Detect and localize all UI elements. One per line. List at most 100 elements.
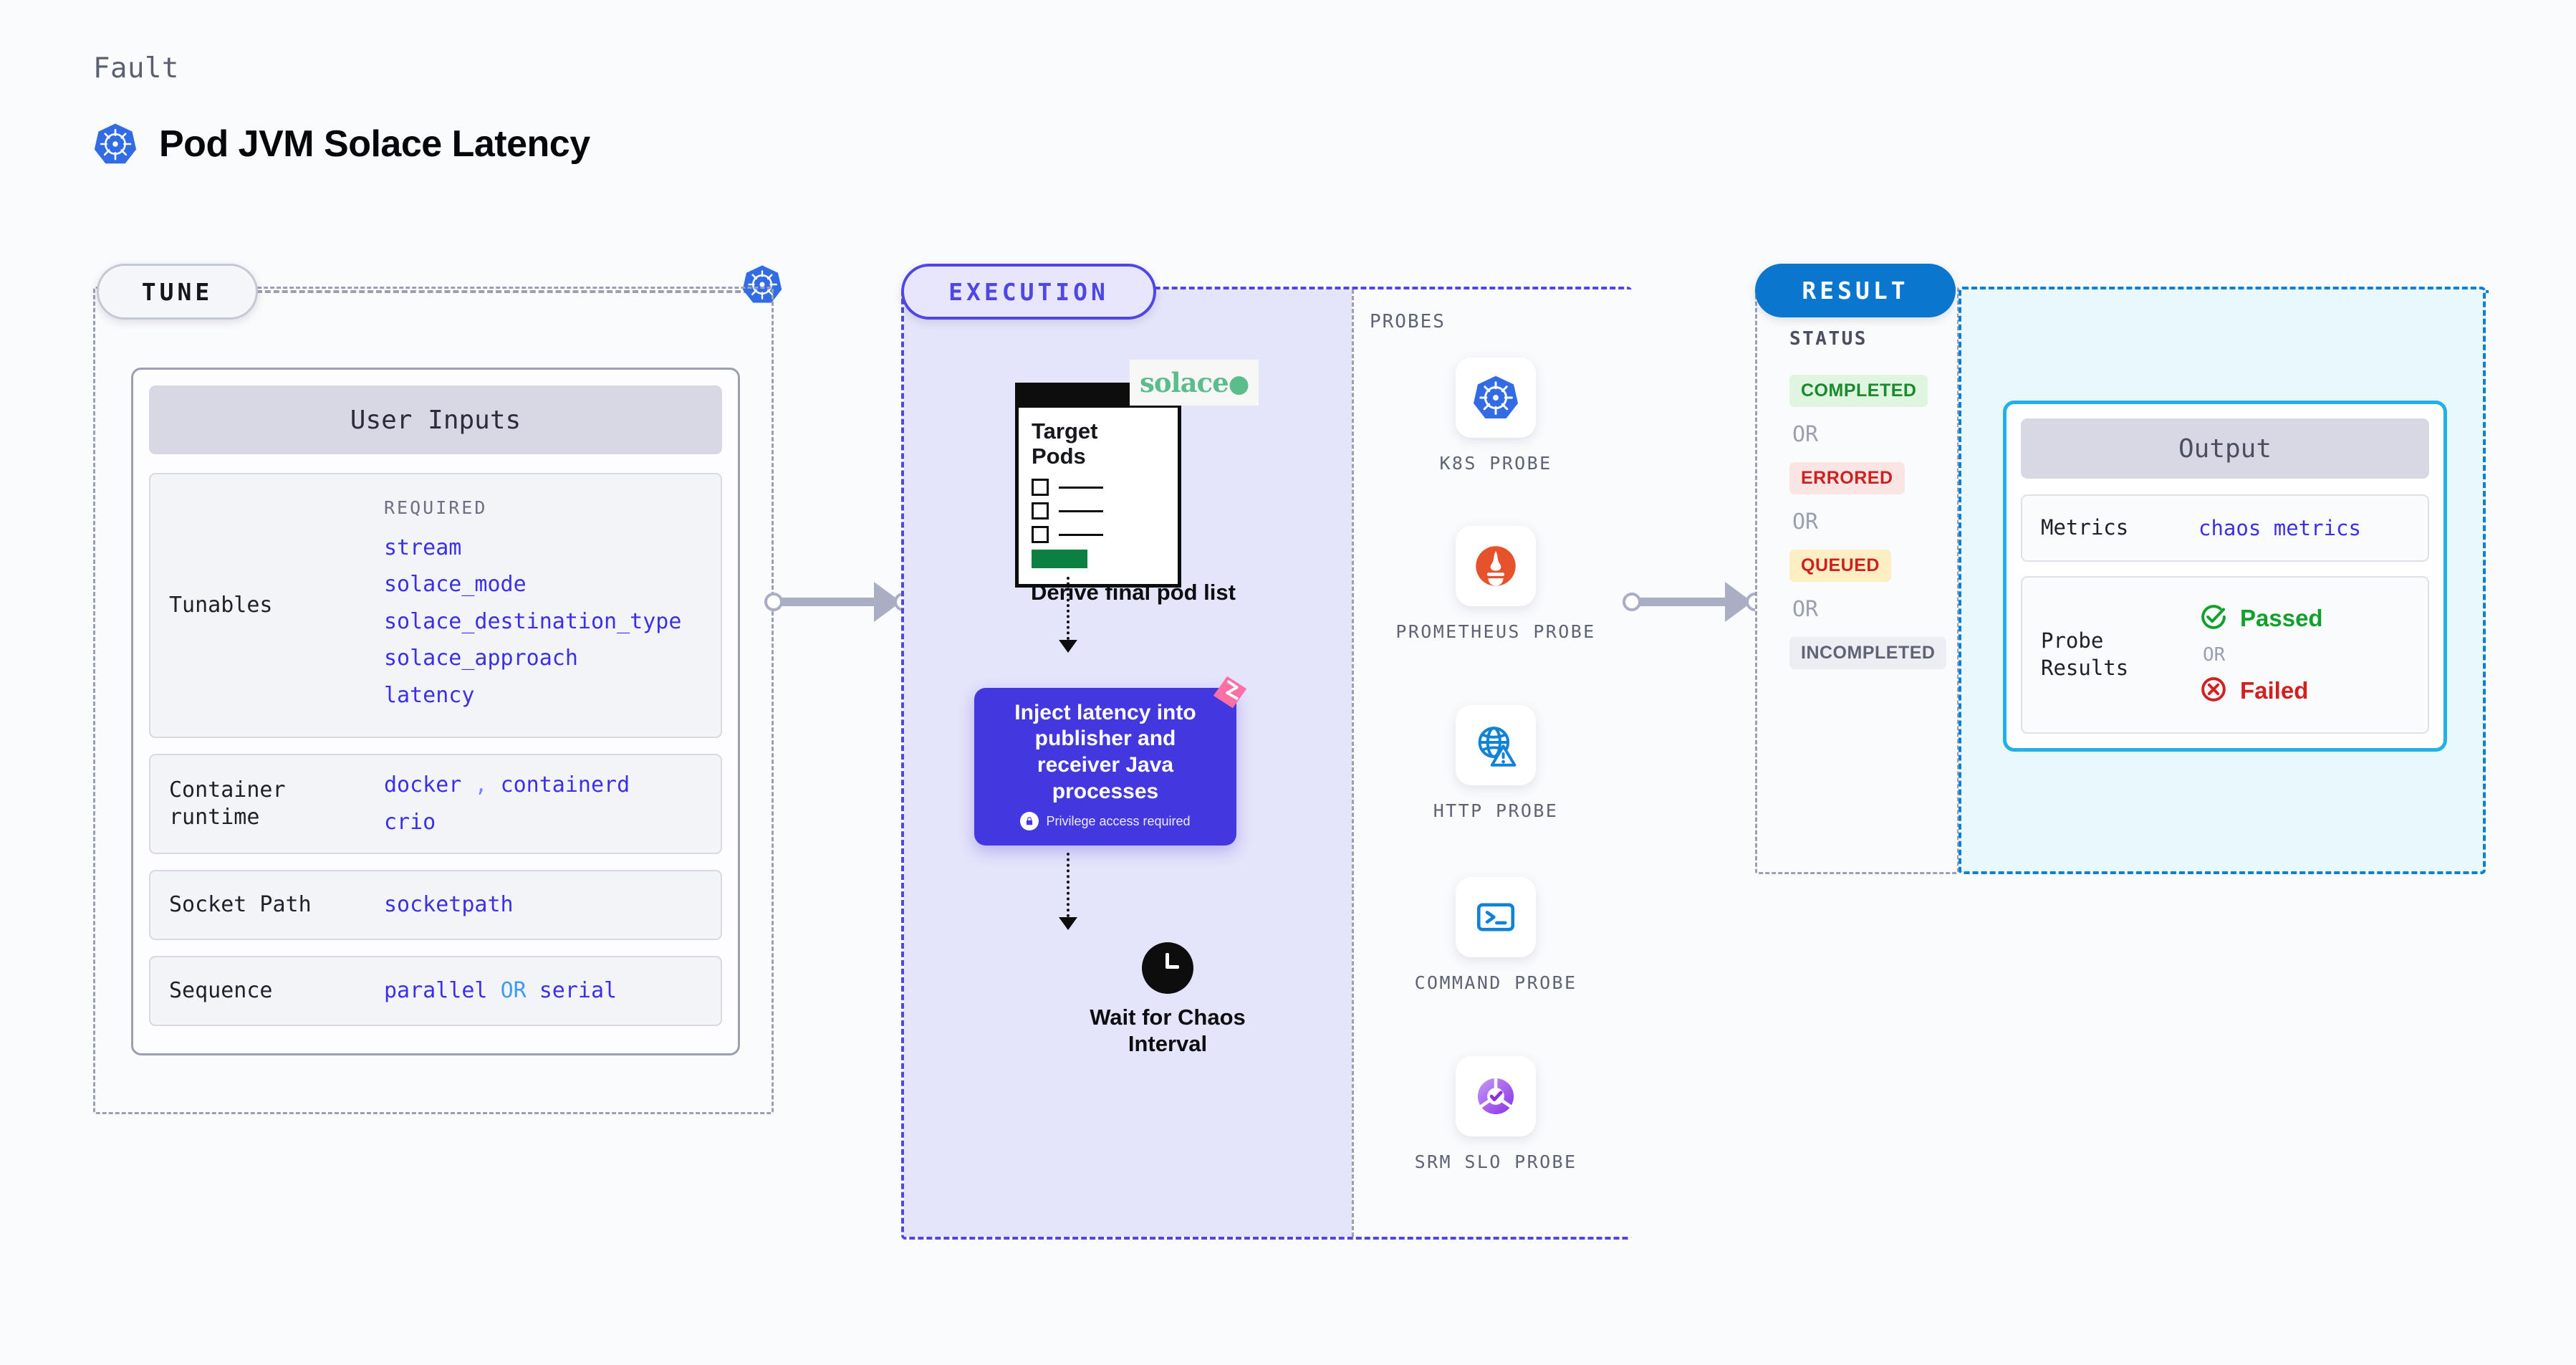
checkbox-icon[interactable] (1032, 502, 1049, 520)
probe-results-label: Probe Results (2041, 628, 2129, 680)
terminal-icon (1456, 877, 1536, 957)
tune-header-dash (256, 290, 758, 293)
tunable-item[interactable]: solace_destination_type (384, 608, 682, 634)
target-pods-group: Target Pods solace● Derive final pod lis… (1015, 360, 1259, 605)
socket-path-row: Socket Path socketpath (149, 870, 722, 940)
socket-path-label: Socket Path (169, 891, 312, 917)
probe-k8s[interactable]: K8S PROBE (1388, 358, 1603, 476)
privilege-note: Privilege access required (1020, 812, 1191, 831)
or-label: OR (2203, 643, 2226, 666)
tunables-label: Tunables (169, 592, 273, 618)
status-badge-queued: QUEUED (1789, 550, 1891, 582)
probe-command[interactable]: COMMAND PROBE (1388, 877, 1603, 996)
or-label: OR (1792, 422, 1819, 447)
sequence-value[interactable]: parallel (384, 978, 488, 1004)
probe-label: HTTP PROBE (1433, 800, 1559, 821)
sequence-value[interactable]: serial (539, 978, 617, 1004)
kubernetes-icon (1456, 358, 1536, 438)
probe-result-failed: Failed (2198, 674, 2323, 708)
sequence-row: Sequence parallel OR serial (149, 956, 722, 1026)
derive-pod-list-caption: Derive final pod list (1031, 580, 1236, 605)
pod-list-item (1032, 502, 1165, 520)
probe-label: K8S PROBE (1439, 453, 1552, 474)
target-pods-title-line2: Pods (1032, 443, 1086, 469)
probes-title: PROBES (1370, 311, 1446, 332)
probe-label: SRM SLO PROBE (1414, 1151, 1577, 1172)
check-circle-icon (2198, 602, 2229, 636)
globe-warning-icon (1456, 705, 1536, 785)
tunable-item[interactable]: stream (384, 535, 462, 560)
placeholder-line (1059, 486, 1103, 489)
result-pill[interactable]: RESULT (1755, 264, 1956, 317)
flow-line (1067, 853, 1070, 917)
probe-results-values: Passed OR Failed (2198, 602, 2323, 708)
probe-result-passed: Passed (2198, 602, 2323, 636)
flow-line (1067, 577, 1070, 640)
target-pods-title-line1: Target (1032, 418, 1098, 444)
probes-region: PROBES K8S PROBE (1352, 289, 1635, 1237)
probe-label: PROMETHEUS PROBE (1395, 621, 1596, 642)
pod-list-item (1032, 479, 1165, 497)
inject-latency-text: Inject latency into publisher and receiv… (1014, 700, 1196, 803)
flow-arrow (1059, 640, 1077, 653)
required-label: REQUIRED (384, 497, 488, 518)
wait-chaos-interval-group: Wait for Chaos Interval (1075, 942, 1261, 1057)
result-status-panel: STATUS COMPLETED OR ERRORED OR QUEUED OR… (1755, 287, 1959, 874)
progress-bar (1032, 550, 1087, 569)
inject-latency-box[interactable]: Inject latency into publisher and receiv… (974, 676, 1247, 846)
status-badge-errored: ERRORED (1789, 462, 1905, 494)
target-pods-card: Target Pods (1015, 383, 1181, 588)
probe-prometheus[interactable]: PROMETHEUS PROBE (1388, 526, 1603, 645)
probe-results-row: Probe Results Passed OR (2021, 575, 2429, 734)
socket-path-value[interactable]: socketpath (384, 892, 514, 918)
page-title-row: Pod JVM Solace Latency (93, 122, 590, 166)
failed-label: Failed (2240, 677, 2309, 704)
sequence-label: Sequence (169, 977, 273, 1003)
kubernetes-icon (93, 122, 138, 166)
lock-icon (1020, 812, 1039, 831)
checkbox-icon[interactable] (1032, 479, 1049, 497)
placeholder-line (1059, 509, 1103, 512)
privilege-note-text: Privilege access required (1046, 813, 1191, 828)
user-inputs-title: User Inputs (149, 385, 722, 454)
sequence-values: parallel OR serial (384, 972, 617, 1010)
x-circle-icon (2198, 674, 2229, 708)
output-card: Output Metrics chaos metrics Probe Resul… (2003, 401, 2447, 752)
status-badge-incompleted: INCOMPLETED (1789, 637, 1947, 669)
tune-panel: User Inputs Tunables REQUIRED stream sol… (93, 287, 774, 1114)
placeholder-line (1059, 533, 1103, 536)
output-title: Output (2021, 418, 2429, 479)
metrics-row: Metrics chaos metrics (2021, 494, 2429, 562)
tunable-item[interactable]: solace_mode (384, 572, 527, 598)
tunable-item[interactable]: solace_approach (384, 646, 578, 671)
container-runtime-label: Container runtime (169, 777, 286, 830)
page-eyebrow: Fault (93, 52, 179, 85)
tunables-row: Tunables REQUIRED stream solace_mode sol… (149, 473, 722, 738)
runtime-value[interactable]: docker (384, 772, 462, 798)
execution-pill[interactable]: EXECUTION (901, 264, 1156, 320)
pod-list-item (1032, 526, 1165, 544)
tunable-item[interactable]: latency (384, 682, 475, 708)
container-runtime-values: docker , containerd crio (384, 767, 630, 840)
result-output-panel: Output Metrics chaos metrics Probe Resul… (1959, 287, 2486, 874)
srm-slo-donut-icon (1456, 1056, 1536, 1136)
sequence-joiner: OR (500, 978, 527, 1004)
passed-label: Passed (2240, 605, 2323, 632)
solace-logo: solace● (1130, 360, 1259, 406)
or-label: OR (1792, 509, 1819, 535)
status-badge-completed: COMPLETED (1789, 375, 1928, 407)
probe-srm-slo[interactable]: SRM SLO PROBE (1388, 1056, 1603, 1175)
checkbox-icon[interactable] (1032, 526, 1049, 544)
tunables-values: REQUIRED stream solace_mode solace_desti… (384, 497, 681, 714)
probe-http[interactable]: HTTP PROBE (1388, 705, 1603, 824)
clock-icon (1142, 942, 1193, 994)
ribbon-bookmark-icon (1209, 672, 1251, 717)
tune-pill[interactable]: TUNE (97, 264, 258, 320)
metrics-value[interactable]: chaos metrics (2198, 515, 2361, 540)
page-title: Pod JVM Solace Latency (159, 123, 590, 165)
prometheus-icon (1456, 526, 1536, 606)
runtime-value[interactable]: crio (384, 810, 436, 835)
flow-arrow (1059, 917, 1077, 930)
runtime-value[interactable]: containerd (500, 772, 630, 798)
